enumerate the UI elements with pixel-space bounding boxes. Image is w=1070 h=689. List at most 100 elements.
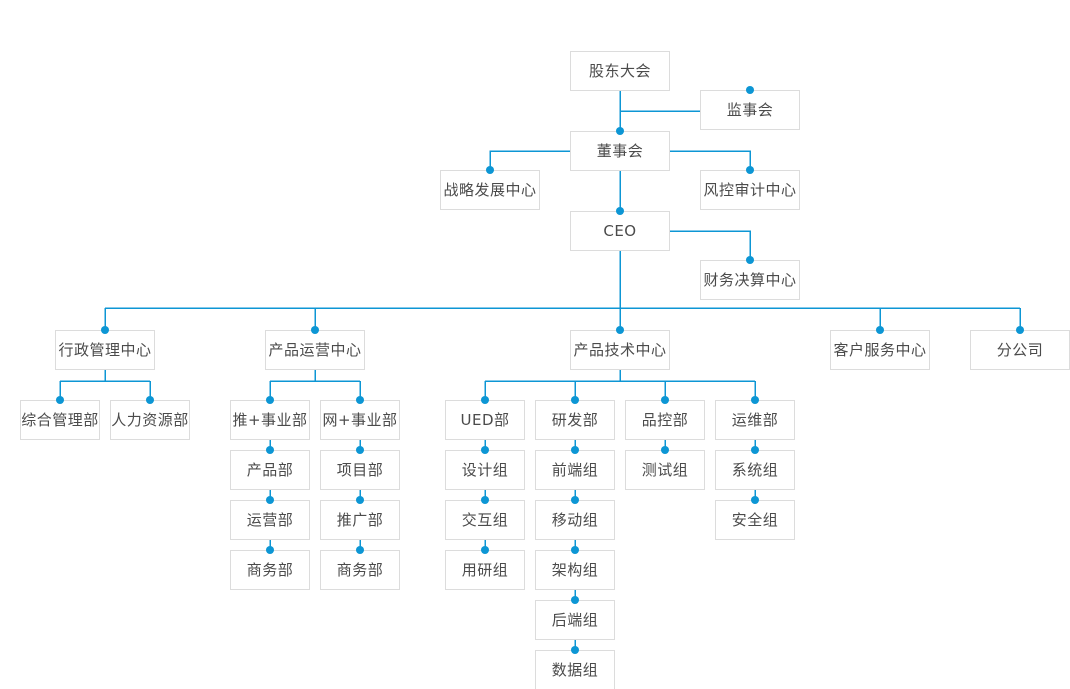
- org-node[interactable]: 监事会: [700, 90, 800, 130]
- org-node-label: 综合管理部: [21, 410, 99, 429]
- org-node[interactable]: 战略发展中心: [440, 170, 540, 210]
- connector-dot-icon: [571, 596, 579, 604]
- connector-dot-icon: [746, 166, 754, 174]
- connector-dot-icon: [101, 326, 109, 334]
- org-node[interactable]: 品控部: [625, 400, 705, 440]
- connector-dot-icon: [746, 256, 754, 264]
- connector-dot-icon: [311, 326, 319, 334]
- org-node[interactable]: 测试组: [625, 450, 705, 490]
- connector-dot-icon: [356, 446, 364, 454]
- connector-dot-icon: [751, 396, 759, 404]
- org-node-label: 网+事业部: [322, 410, 398, 429]
- org-node[interactable]: CEO: [570, 211, 670, 251]
- org-node-label: 前端组: [551, 460, 599, 479]
- connector-dot-icon: [616, 326, 624, 334]
- org-node[interactable]: 产品技术中心: [570, 330, 670, 370]
- org-node[interactable]: 行政管理中心: [55, 330, 155, 370]
- org-node[interactable]: 后端组: [535, 600, 615, 640]
- connector-dot-icon: [876, 326, 884, 334]
- org-node[interactable]: 运营部: [230, 500, 310, 540]
- org-node[interactable]: 董事会: [570, 131, 670, 171]
- org-node[interactable]: 系统组: [715, 450, 795, 490]
- org-node-label: 后端组: [551, 610, 599, 629]
- connector-dot-icon: [751, 496, 759, 504]
- org-node-label: 交互组: [461, 510, 509, 529]
- org-node[interactable]: 财务决算中心: [700, 260, 800, 300]
- org-node[interactable]: 运维部: [715, 400, 795, 440]
- org-node-label: 推+事业部: [232, 410, 308, 429]
- connector-dot-icon: [56, 396, 64, 404]
- org-node-label: 运维部: [731, 410, 779, 429]
- connector-dot-icon: [266, 546, 274, 554]
- org-node-label: 客户服务中心: [833, 340, 927, 359]
- connector-dot-icon: [616, 127, 624, 135]
- org-node[interactable]: 综合管理部: [20, 400, 100, 440]
- org-node-label: 品控部: [641, 410, 689, 429]
- org-node-label: 股东大会: [588, 61, 651, 80]
- org-node-label: 产品技术中心: [573, 340, 667, 359]
- org-node[interactable]: 前端组: [535, 450, 615, 490]
- connector-dot-icon: [481, 396, 489, 404]
- org-node[interactable]: 设计组: [445, 450, 525, 490]
- org-node-label: 数据组: [551, 660, 599, 679]
- connector-dot-icon: [486, 166, 494, 174]
- connector-dot-icon: [356, 546, 364, 554]
- org-node[interactable]: 推广部: [320, 500, 400, 540]
- org-node[interactable]: 数据组: [535, 650, 615, 689]
- org-node-label: 安全组: [731, 510, 779, 529]
- org-node-label: 产品运营中心: [268, 340, 362, 359]
- connector-dot-icon: [481, 546, 489, 554]
- org-node[interactable]: 网+事业部: [320, 400, 400, 440]
- org-node-label: 运营部: [246, 510, 294, 529]
- org-node[interactable]: 商务部: [230, 550, 310, 590]
- org-node-label: 系统组: [731, 460, 779, 479]
- org-node[interactable]: 推+事业部: [230, 400, 310, 440]
- org-node-label: 研发部: [551, 410, 599, 429]
- org-node-label: CEO: [603, 221, 637, 240]
- connector-dot-icon: [661, 396, 669, 404]
- org-node[interactable]: 交互组: [445, 500, 525, 540]
- org-node[interactable]: 产品运营中心: [265, 330, 365, 370]
- org-node[interactable]: 人力资源部: [110, 400, 190, 440]
- org-node-label: 架构组: [551, 560, 599, 579]
- connector-dot-icon: [146, 396, 154, 404]
- org-node-label: 项目部: [336, 460, 384, 479]
- org-node[interactable]: 项目部: [320, 450, 400, 490]
- org-node[interactable]: 架构组: [535, 550, 615, 590]
- org-node-label: 人力资源部: [111, 410, 189, 429]
- connector-dot-icon: [746, 86, 754, 94]
- org-node[interactable]: 安全组: [715, 500, 795, 540]
- org-node[interactable]: 分公司: [970, 330, 1070, 370]
- org-node[interactable]: 产品部: [230, 450, 310, 490]
- org-node-label: 行政管理中心: [58, 340, 152, 359]
- connector-dot-icon: [571, 396, 579, 404]
- org-node[interactable]: 风控审计中心: [700, 170, 800, 210]
- connector-dot-icon: [571, 546, 579, 554]
- org-node-label: 用研组: [461, 560, 509, 579]
- connector-dot-icon: [481, 496, 489, 504]
- connector-dot-icon: [571, 446, 579, 454]
- org-node[interactable]: 研发部: [535, 400, 615, 440]
- org-node-label: 监事会: [726, 100, 774, 119]
- org-node-label: 商务部: [336, 560, 384, 579]
- connector-dot-icon: [616, 207, 624, 215]
- connector-dot-icon: [266, 496, 274, 504]
- org-node-label: 推广部: [336, 510, 384, 529]
- connector-dot-icon: [356, 396, 364, 404]
- org-node[interactable]: 股东大会: [570, 51, 670, 91]
- org-node-label: 移动组: [551, 510, 599, 529]
- org-node[interactable]: 商务部: [320, 550, 400, 590]
- org-node-label: 测试组: [641, 460, 689, 479]
- org-node-label: 财务决算中心: [703, 270, 797, 289]
- org-node-label: 战略发展中心: [443, 180, 537, 199]
- org-node-label: 商务部: [246, 560, 294, 579]
- org-node[interactable]: 移动组: [535, 500, 615, 540]
- org-node[interactable]: 客户服务中心: [830, 330, 930, 370]
- org-node-label: 分公司: [996, 340, 1044, 359]
- org-node[interactable]: 用研组: [445, 550, 525, 590]
- org-node-label: 董事会: [596, 141, 644, 160]
- org-node[interactable]: UED部: [445, 400, 525, 440]
- org-node-label: UED部: [460, 410, 510, 429]
- org-node-label: 风控审计中心: [703, 180, 797, 199]
